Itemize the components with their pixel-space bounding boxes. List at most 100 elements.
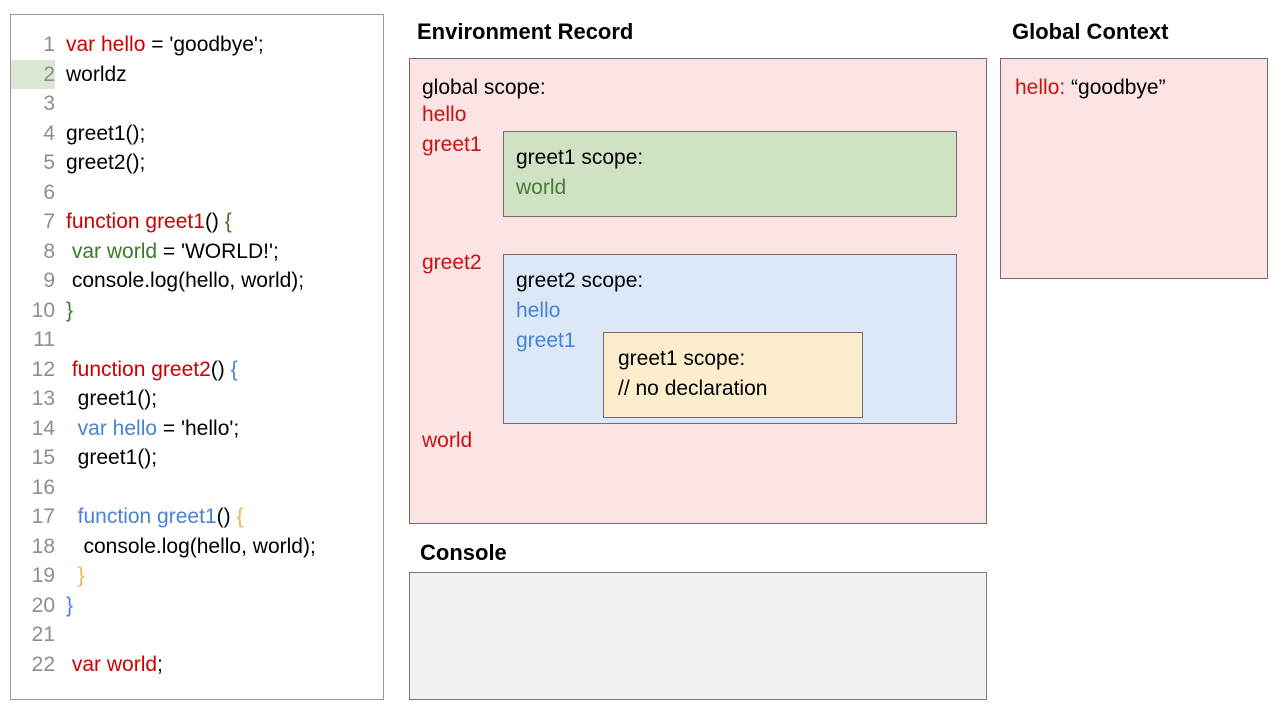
greet1-scope-title: greet1 scope:: [516, 146, 644, 169]
code-token: worldz: [66, 62, 127, 86]
code-token: {: [230, 357, 238, 381]
global-var-greet1: greet1: [422, 133, 482, 156]
greet2-scope-title: greet2 scope:: [516, 269, 644, 292]
code-line[interactable]: 10}: [11, 296, 383, 326]
line-number: 4: [43, 121, 55, 145]
code-token: }: [66, 593, 74, 617]
line-number: 3: [43, 92, 55, 115]
code-token: ;: [157, 652, 163, 676]
environment-record-heading: Environment Record: [417, 19, 634, 44]
code-line[interactable]: 14 var hello = 'hello';: [11, 414, 383, 444]
line-number: 18: [31, 534, 55, 558]
code-line-text: var hello = 'goodbye';: [55, 30, 264, 60]
code-line[interactable]: 19 }: [11, 561, 383, 591]
line-number: 19: [31, 564, 55, 587]
code-line[interactable]: 20}: [11, 591, 383, 621]
greet1-scope-var-world: world: [516, 176, 567, 199]
code-line-text: var world = 'WORLD!';: [55, 237, 279, 267]
code-line-text: console.log(hello, world);: [55, 266, 304, 296]
code-token: greet1();: [66, 121, 146, 145]
code-token: [66, 564, 78, 587]
code-line-text: greet1();: [55, 119, 145, 149]
console-box[interactable]: [409, 572, 987, 700]
code-line-text: greet2();: [55, 148, 145, 178]
code-line-text: var world;: [55, 650, 163, 680]
code-token: (): [210, 357, 231, 381]
code-line-text: }: [55, 296, 73, 326]
code-line-text: greet1();: [55, 384, 157, 414]
line-number: 21: [31, 623, 55, 646]
line-number: 11: [33, 328, 55, 351]
code-line-text: }: [55, 591, 73, 621]
line-number: 2: [11, 59, 55, 89]
code-line[interactable]: 8 var world = 'WORLD!';: [11, 237, 383, 267]
code-line-text: function greet2() {: [55, 355, 238, 385]
code-line[interactable]: 16: [11, 473, 383, 503]
code-token: function greet1: [77, 505, 217, 528]
code-token: = 'goodbye';: [145, 33, 264, 56]
code-line[interactable]: 4 greet1();: [11, 119, 383, 149]
line-number: 17: [31, 505, 55, 528]
code-line[interactable]: 17 function greet1() {: [11, 502, 383, 532]
code-token: console.log(hello, world);: [66, 269, 305, 292]
global-context-box: hello: “goodbye”: [1000, 58, 1268, 279]
global-scope-label: global scope:: [422, 76, 546, 99]
line-number: 13: [31, 387, 55, 410]
greet2-scope-var-greet1: greet1: [516, 329, 576, 352]
code-line[interactable]: 11: [11, 325, 383, 355]
code-token: = 'WORLD!';: [157, 239, 279, 263]
code-token: }: [66, 298, 74, 322]
code-token: (): [204, 210, 225, 233]
console-heading: Console: [420, 540, 507, 565]
code-line[interactable]: 13 greet1();: [11, 384, 383, 414]
code-token: var hello: [77, 416, 158, 440]
line-number: 14: [31, 416, 55, 440]
greet1-inner-scope-note: // no declaration: [618, 377, 768, 400]
line-number: 12: [31, 357, 55, 381]
code-token: greet1();: [66, 387, 158, 410]
code-token: var hello: [66, 33, 146, 56]
global-context-heading: Global Context: [1012, 19, 1169, 44]
greet1-inner-scope-box: greet1 scope: // no declaration: [603, 332, 863, 418]
line-number: 15: [31, 446, 55, 469]
code-line[interactable]: 12 function greet2() {: [11, 355, 383, 385]
code-token: }: [77, 564, 85, 587]
code-token: var world: [71, 652, 158, 676]
code-line[interactable]: 9 console.log(hello, world);: [11, 266, 383, 296]
line-number: 7: [43, 210, 55, 233]
global-entry-value: “goodbye”: [1065, 76, 1166, 99]
code-line-text: function greet1() {: [55, 502, 244, 532]
environment-record-box: global scope: hello greet1 greet2 world …: [409, 58, 987, 524]
global-var-hello: hello: [422, 103, 467, 126]
code-token: function greet1: [66, 210, 205, 233]
code-token: {: [224, 210, 232, 233]
line-number: 9: [43, 269, 55, 292]
code-token: greet1();: [66, 446, 158, 469]
line-number: 22: [31, 652, 55, 676]
code-token: (): [216, 505, 237, 528]
code-line[interactable]: 3: [11, 89, 383, 119]
code-line[interactable]: 15 greet1();: [11, 443, 383, 473]
code-line-text: console.log(hello, world);: [55, 532, 316, 562]
code-line[interactable]: 21: [11, 620, 383, 650]
greet2-scope-box: greet2 scope: hello greet1 greet1 scope:…: [503, 254, 957, 424]
code-line[interactable]: 2 worldz: [11, 59, 383, 89]
code-line[interactable]: 18 console.log(hello, world);: [11, 532, 383, 562]
global-var-greet2: greet2: [422, 251, 482, 274]
code-token: [66, 505, 78, 528]
greet1-inner-scope-title: greet1 scope:: [618, 347, 746, 370]
code-token: var world: [71, 239, 158, 263]
line-number: 20: [31, 593, 55, 617]
greet1-scope-box: greet1 scope: world: [503, 131, 957, 217]
code-line-text: function greet1() {: [55, 207, 232, 237]
line-number: 6: [43, 180, 55, 204]
global-entry-key: hello:: [1015, 76, 1066, 99]
code-line-text: greet1();: [55, 443, 157, 473]
code-line[interactable]: 22 var world;: [11, 650, 383, 680]
code-token: [66, 417, 78, 440]
code-line[interactable]: 6: [11, 178, 383, 208]
